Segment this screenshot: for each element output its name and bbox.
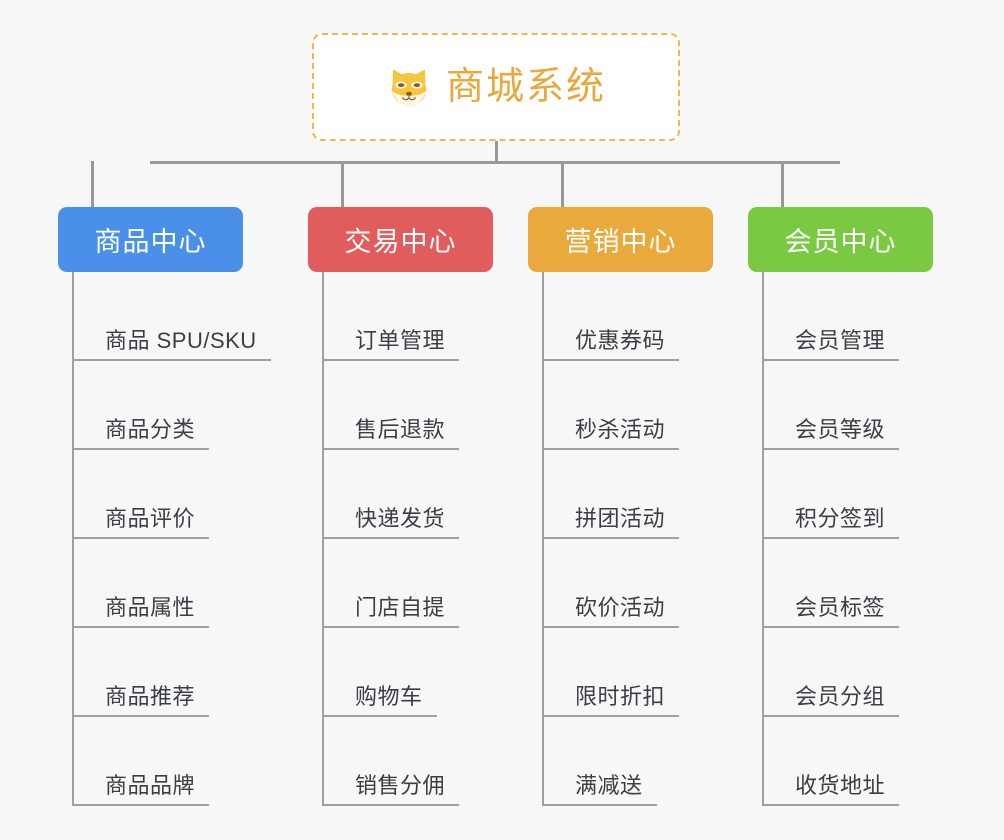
leaf-item[interactable]: 商品品牌 [72,717,257,806]
category-box-member-center[interactable]: 会员中心 [748,207,933,272]
leaf-item[interactable]: 会员管理 [762,272,899,361]
category-box-marketing-center[interactable]: 营销中心 [528,207,713,272]
leaf-item-underline [762,804,899,806]
column-spine [72,272,74,806]
leaf-item-label: 拼团活动 [575,506,666,531]
leaf-item[interactable]: 销售分佣 [322,717,459,806]
leaf-item-underline [762,537,899,539]
leaf-item[interactable]: 会员分组 [762,628,899,717]
leaf-item-label: 收货地址 [795,773,886,798]
leaf-item-label: 限时折扣 [575,684,666,709]
leaf-item-underline [322,804,459,806]
column-spine [322,272,324,806]
leaf-item[interactable]: 商品 SPU/SKU [72,272,271,361]
leaf-item-underline [72,537,209,539]
leaf-item-label: 快递发货 [355,506,446,531]
leaf-item-label: 销售分佣 [355,773,446,798]
leaf-item-underline [762,448,899,450]
connector-horizontal-bus [150,161,840,164]
connector-drop-member-center [781,161,784,208]
leaf-item[interactable]: 售后退款 [322,361,459,450]
leaf-item-label: 会员管理 [795,328,886,353]
leaf-item-underline [72,359,271,361]
leaf-item-label: 商品品牌 [105,773,196,798]
leaf-item[interactable]: 购物车 [322,628,445,717]
leaf-item-underline [542,626,679,628]
column-spine [762,272,764,806]
leaf-item-label: 优惠券码 [575,328,666,353]
leaf-item-underline [542,537,679,539]
leaf-item-label: 满减送 [575,773,643,798]
leaf-item[interactable]: 门店自提 [322,539,459,628]
category-label: 商品中心 [94,227,207,257]
leaf-item[interactable]: 优惠券码 [542,272,679,361]
leaf-item-underline [322,626,459,628]
leaf-item-label: 秒杀活动 [575,417,666,442]
leaf-item-underline [542,359,679,361]
leaf-item-underline [322,359,459,361]
leaf-item-underline [72,715,209,717]
leaf-item[interactable]: 会员等级 [762,361,899,450]
category-box-trade-center[interactable]: 交易中心 [308,207,493,272]
leaf-item-underline [762,715,899,717]
leaf-item-label: 订单管理 [355,328,446,353]
leaf-item-label: 商品评价 [105,506,196,531]
leaf-item-underline [322,448,459,450]
leaf-item-underline [322,537,459,539]
column-spine [542,272,544,806]
leaf-item[interactable]: 拼团活动 [542,450,679,539]
category-label: 交易中心 [344,227,457,257]
leaf-column-product-center: 商品 SPU/SKU 商品分类商品评价商品属性商品推荐商品品牌 [72,272,271,806]
leaf-item-underline [542,448,679,450]
leaf-item[interactable]: 商品分类 [72,361,257,450]
leaf-item[interactable]: 订单管理 [322,272,459,361]
leaf-item[interactable]: 会员标签 [762,539,899,628]
leaf-item-label: 门店自提 [355,595,446,620]
leaf-item[interactable]: 满减送 [542,717,665,806]
leaf-item-label: 购物车 [355,684,423,709]
root-node[interactable]: 商城系统 [312,33,680,141]
leaf-item-underline [542,715,679,717]
leaf-item-underline [322,715,437,717]
leaf-item-underline [72,626,209,628]
leaf-item[interactable]: 商品评价 [72,450,257,539]
leaf-column-marketing-center: 优惠券码秒杀活动拼团活动砍价活动限时折扣满减送 [542,272,679,806]
leaf-item-underline [762,626,899,628]
leaf-item-label: 商品 SPU/SKU [105,328,257,353]
leaf-item[interactable]: 积分签到 [762,450,899,539]
leaf-item-label: 商品推荐 [105,684,196,709]
leaf-item-label: 砍价活动 [575,595,666,620]
leaf-item[interactable]: 商品属性 [72,539,257,628]
leaf-item-label: 商品属性 [105,595,196,620]
leaf-item-label: 会员分组 [795,684,886,709]
leaf-item[interactable]: 收货地址 [762,717,899,806]
leaf-item-label: 售后退款 [355,417,446,442]
leaf-item-underline [72,804,209,806]
leaf-item[interactable]: 快递发货 [322,450,459,539]
leaf-column-trade-center: 订单管理售后退款快递发货门店自提购物车销售分佣 [322,272,459,806]
connector-drop-product-center [91,161,94,208]
category-box-product-center[interactable]: 商品中心 [58,207,243,272]
leaf-item-underline [762,359,899,361]
leaf-item-underline [72,448,209,450]
category-label: 会员中心 [784,227,897,257]
connector-drop-marketing-center [561,161,564,208]
shiba-dog-face-icon [386,65,432,111]
leaf-item-label: 会员标签 [795,595,886,620]
leaf-column-member-center: 会员管理会员等级积分签到会员标签会员分组收货地址 [762,272,899,806]
connector-root-stem [495,141,498,164]
leaf-item-label: 会员等级 [795,417,886,442]
leaf-item-label: 积分签到 [795,506,886,531]
leaf-item-label: 商品分类 [105,417,196,442]
category-label: 营销中心 [564,227,677,257]
connector-drop-trade-center [341,161,344,208]
leaf-item-underline [542,804,657,806]
leaf-item[interactable]: 限时折扣 [542,628,679,717]
leaf-item[interactable]: 商品推荐 [72,628,257,717]
leaf-item[interactable]: 砍价活动 [542,539,679,628]
leaf-item[interactable]: 秒杀活动 [542,361,679,450]
root-title: 商城系统 [445,66,606,108]
